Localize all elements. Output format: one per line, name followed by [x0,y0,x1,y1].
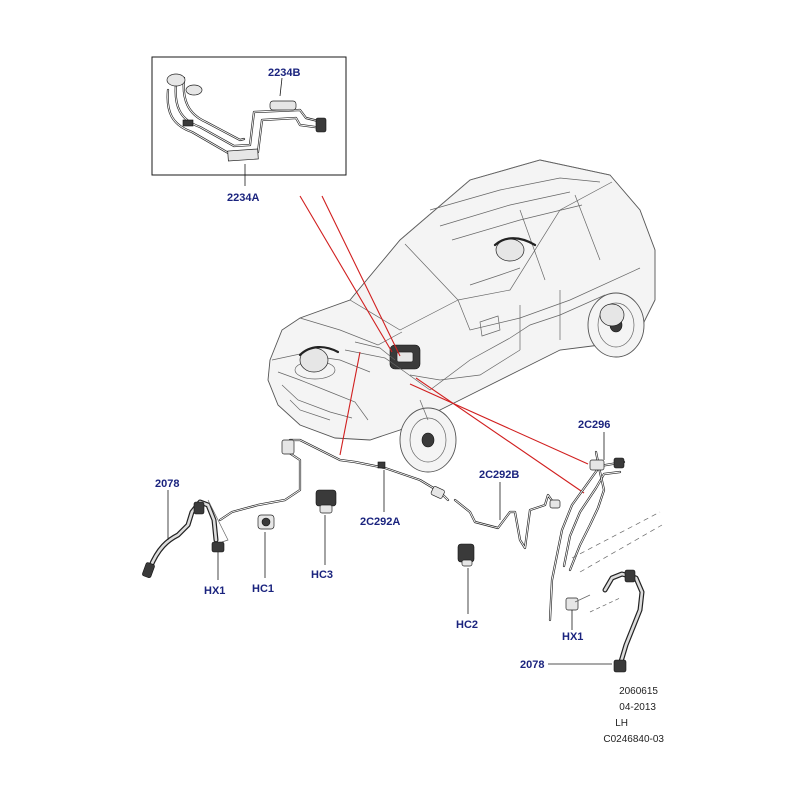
leader-2234B [279,77,283,97]
callout-hc3: HC3 [311,569,333,581]
pipe-2C292A [218,438,450,522]
callout-2078-left: 2078 [155,478,179,490]
right-hose-assembly [565,569,645,673]
callout-2078-right: 2078 [520,659,544,671]
diagram-ref: C0246840-03 [603,734,664,745]
callout-2C292B: 2C292B [479,469,519,481]
pipe-2C292B [453,493,561,550]
vehicle-outline [267,159,656,473]
inset-pipe-assembly [166,73,327,162]
pipe-2C296 [548,450,663,622]
diagram-code: 2060615 [619,686,658,697]
inset-detail [151,56,347,186]
callout-hx1-left: HX1 [204,585,225,597]
callout-2234A: 2234A [227,192,259,204]
callout-hx1-right: HX1 [562,631,583,643]
clip-hc3 [315,489,337,514]
left-hose-assembly [142,499,229,579]
callout-2C292A: 2C292A [360,516,400,528]
clip-hc2 [457,543,475,567]
diagram-date: 04-2013 [619,702,656,713]
callout-2C296: 2C296 [578,419,610,431]
diagram-side: LH [615,718,628,729]
callout-hc1: HC1 [252,583,274,595]
clip-hc1 [257,514,275,530]
callout-hc2: HC2 [456,619,478,631]
highlight-lines [299,195,589,494]
callout-2234B: 2234B [268,67,300,79]
